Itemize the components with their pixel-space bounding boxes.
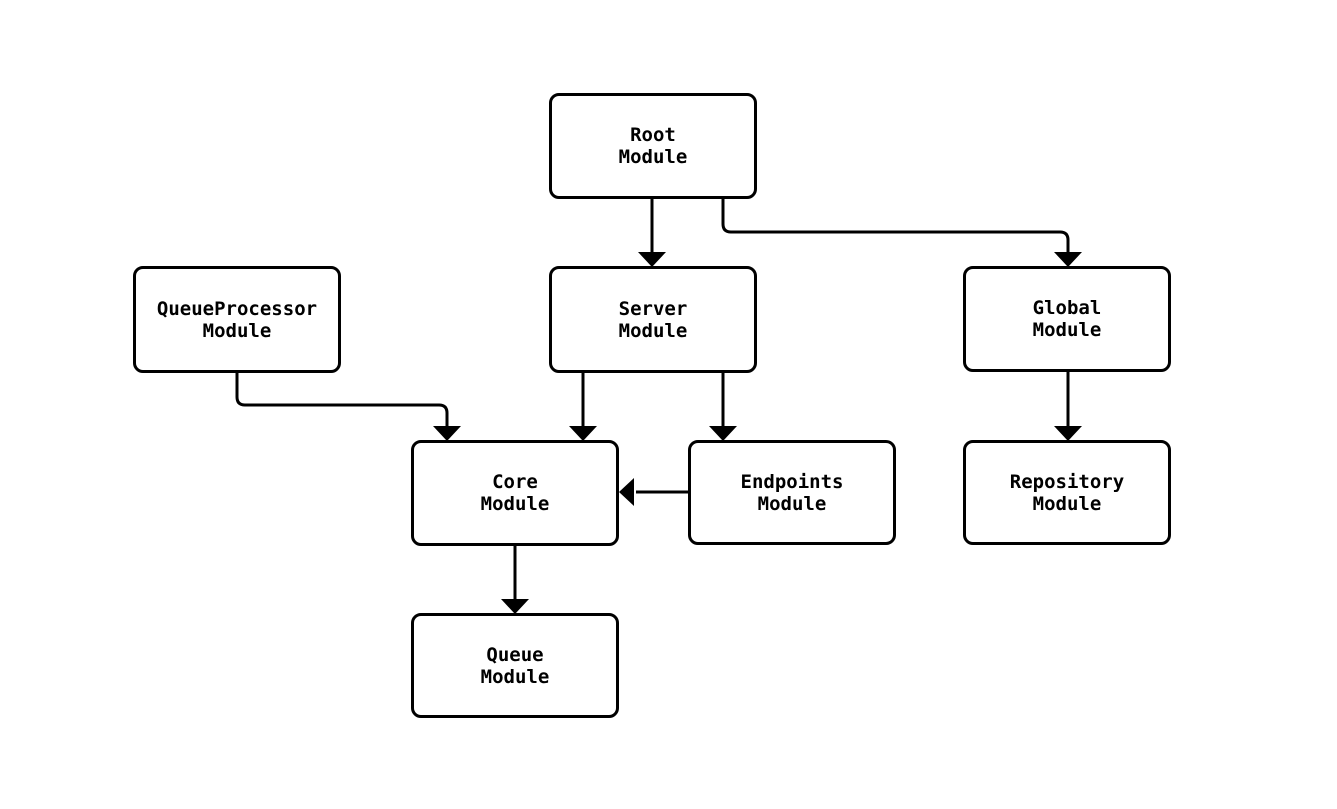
edge-global-to-repository — [1054, 372, 1082, 441]
node-endpoints-module-label: Endpoints Module — [740, 470, 844, 515]
node-root-module: Root Module — [549, 93, 757, 199]
node-queueprocessor-module: QueueProcessor Module — [133, 266, 341, 373]
edge-root-to-global — [721, 199, 1082, 267]
node-endpoints-module: Endpoints Module — [688, 440, 896, 545]
node-global-module: Global Module — [963, 266, 1171, 372]
edge-server-to-core — [569, 373, 597, 441]
edge-core-to-queue — [501, 545, 529, 614]
edge-queueprocessor-to-core — [235, 373, 461, 441]
node-global-module-label: Global Module — [1032, 297, 1102, 341]
node-server-module-label: Server Module — [618, 297, 688, 342]
node-core-module-label: Core Module — [480, 471, 550, 515]
node-server-module: Server Module — [549, 266, 757, 373]
node-queueprocessor-module-label: QueueProcessor Module — [156, 297, 318, 342]
node-core-module: Core Module — [411, 440, 619, 546]
edge-server-to-endpoints — [709, 373, 737, 441]
node-repository-module-label: Repository Module — [1009, 470, 1125, 515]
node-queue-module-label: Queue Module — [480, 643, 550, 688]
edge-root-to-server — [638, 199, 666, 267]
node-queue-module: Queue Module — [411, 613, 619, 718]
edge-endpoints-to-core — [619, 478, 688, 506]
node-repository-module: Repository Module — [963, 440, 1171, 545]
node-root-module-label: Root Module — [618, 124, 688, 168]
